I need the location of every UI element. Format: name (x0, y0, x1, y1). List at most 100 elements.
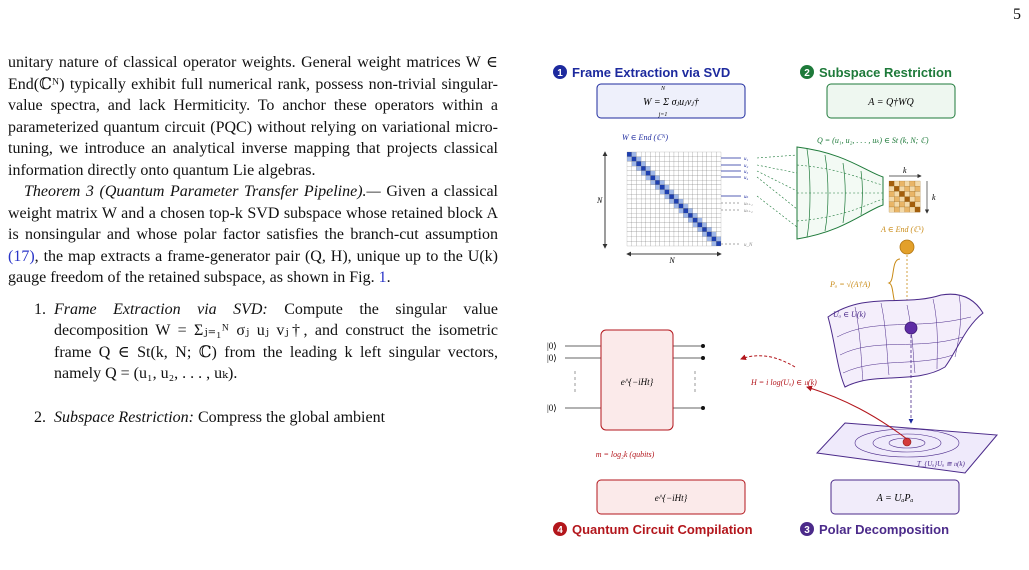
matrix-cell (655, 236, 660, 242)
matrix-cell (697, 161, 703, 167)
matrix-cell (650, 170, 656, 176)
matrix-cell (683, 194, 689, 200)
matrix-cell (716, 189, 722, 195)
matrix-cell (702, 231, 707, 237)
matrix-cell (702, 194, 707, 200)
matrix-cell (631, 231, 637, 237)
matrix-cell (655, 175, 660, 181)
matrix-cell (664, 161, 670, 167)
step2-badge-number: 2 (804, 68, 810, 79)
matrix-cell (664, 208, 670, 214)
matrix-cell (669, 175, 675, 181)
matrix-cell (702, 222, 707, 228)
matrix-cell (631, 170, 637, 176)
matrix-cell (688, 222, 693, 228)
matrix-cell (626, 222, 632, 228)
matrix-cell (673, 217, 679, 223)
matrix-cell (664, 217, 670, 223)
matrix-cell (702, 198, 707, 204)
matrix-cell (645, 161, 651, 167)
matrix-cell (711, 231, 717, 237)
retained-block-a (888, 180, 921, 213)
matrix-cell (626, 213, 632, 218)
matrix-cell (664, 189, 670, 195)
matrix-cell (711, 217, 717, 223)
step1-sum-bottom: j=1 (658, 112, 668, 118)
u-label: uₖ₊₁ (744, 202, 753, 207)
q-frame-label: Q = (u₁, u₂, . . . , uₖ) ∈ St (k, N; ℂ) (817, 136, 929, 145)
step2-title: Subspace Restriction (819, 65, 952, 80)
matrix-cell (711, 165, 717, 171)
matrix-cell (631, 184, 637, 190)
matrix-cell (688, 227, 693, 232)
matrix-cell (640, 241, 646, 247)
u-manifold-label: Uₐ ∈ U(k) (833, 310, 866, 319)
block-cell (888, 186, 895, 192)
matrix-cell (678, 184, 684, 190)
list-item: 1.Frame Extraction via SVD: Compute the … (8, 299, 498, 385)
matrix-cell (673, 194, 679, 200)
matrix-cell (645, 231, 651, 237)
matrix-cell (645, 189, 651, 195)
matrix-cell (692, 194, 698, 200)
matrix-cell (664, 213, 670, 218)
matrix-cell (669, 165, 675, 171)
block-cell (888, 201, 895, 208)
matrix-cell (650, 241, 656, 247)
matrix-cell (669, 161, 675, 167)
matrix-cell (702, 175, 707, 181)
matrix-cell (655, 189, 660, 195)
matrix-cell (716, 194, 722, 200)
u-label: u₂ (744, 164, 749, 169)
matrix-cell (669, 203, 675, 209)
matrix-cell (640, 165, 646, 171)
matrix-cell (655, 222, 660, 228)
matrix-cell (631, 189, 637, 195)
matrix-cell (702, 189, 707, 195)
block-cell (914, 201, 921, 208)
matrix-cell (692, 227, 698, 232)
matrix-cell (702, 227, 707, 232)
matrix-cell (640, 156, 646, 162)
matrix-cell (659, 227, 665, 232)
matrix-cell (640, 213, 646, 218)
matrix-cell (688, 231, 693, 237)
pipeline-figure: 1 Frame Extraction via SVD W = Σ σⱼuⱼvⱼ†… (545, 55, 1005, 545)
list-item-number: 1. (34, 300, 46, 318)
matrix-cell (640, 222, 646, 228)
matrix-cell (678, 203, 684, 209)
figure-ref-link[interactable]: 1 (378, 269, 387, 286)
block-cell (888, 191, 895, 197)
matrix-cell (659, 213, 665, 218)
matrix-cell (640, 151, 646, 157)
matrix-cell (673, 213, 679, 218)
matrix-cell (678, 227, 684, 232)
matrix-cell (645, 241, 651, 247)
block-cell (899, 206, 905, 213)
matrix-cell (636, 222, 642, 228)
matrix-cell (645, 217, 651, 223)
matrix-cell (636, 236, 642, 242)
matrix-cell (669, 231, 675, 237)
matrix-cell (716, 231, 722, 237)
step1-badge (553, 65, 567, 79)
matrix-cell (706, 217, 712, 223)
matrix-cell (692, 241, 698, 247)
matrix-cell (659, 217, 665, 223)
matrix-cell (655, 194, 660, 200)
matrix-cell (626, 165, 632, 171)
matrix-cell (711, 180, 717, 185)
matrix-cell (636, 180, 642, 185)
gate-label: e^{−iHt} (621, 377, 654, 387)
block-cell (909, 180, 916, 187)
matrix-cell (706, 151, 712, 157)
equation-ref-link[interactable]: (17) (8, 247, 35, 265)
matrix-cell (626, 180, 632, 185)
block-cell (914, 196, 921, 202)
p-brace (887, 258, 901, 308)
matrix-cell (673, 198, 679, 204)
u-label: uₖ₊₂ (744, 209, 753, 214)
matrix-cell (688, 236, 693, 242)
matrix-cell (636, 156, 642, 162)
